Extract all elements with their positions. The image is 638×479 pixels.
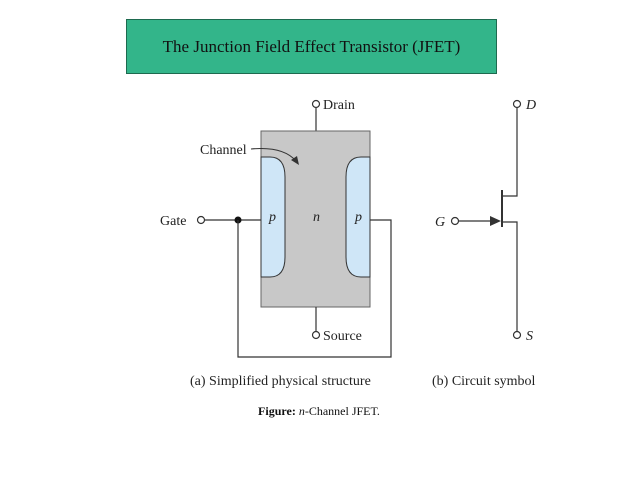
slide-title: The Junction Field Effect Transistor (JF… (162, 36, 461, 56)
subcaption-a: (a) Simplified physical structure (190, 374, 371, 389)
s-terminal (512, 330, 522, 340)
gate-loop-wire (237, 219, 392, 358)
source-wire (502, 221, 518, 331)
caption-rest: -Channel JFET. (304, 404, 380, 418)
p-right-label: p (354, 210, 362, 225)
d-terminal (512, 99, 522, 109)
drain-label: Drain (323, 98, 355, 113)
caption-prefix: Figure: (258, 404, 296, 418)
drain-terminal (311, 99, 321, 109)
source-terminal (311, 330, 321, 340)
source-label: Source (323, 329, 362, 344)
title-banner: The Junction Field Effect Transistor (JF… (126, 19, 497, 74)
p-region-left (260, 156, 286, 278)
circuit-symbol: D S G (b) Circuit symbol (432, 98, 536, 389)
caption-italic: n (298, 404, 305, 418)
channel-label: Channel (200, 143, 247, 158)
g-terminal (450, 216, 460, 226)
p-region-right (345, 156, 371, 278)
physical-structure: Drain p n p Source Gate Channel (a) Simp… (160, 98, 392, 389)
gate-label: Gate (160, 214, 186, 229)
figure-caption: Figure: n-Channel JFET. (0, 404, 638, 419)
g-label: G (435, 215, 445, 230)
gate-arrowhead-icon (490, 216, 501, 226)
gate-terminal (196, 215, 206, 225)
subcaption-b: (b) Circuit symbol (432, 374, 536, 389)
drain-wire (502, 108, 518, 197)
p-left-label: p (268, 210, 276, 225)
n-label: n (313, 210, 320, 225)
s-label: S (526, 329, 533, 344)
d-label: D (525, 98, 536, 113)
channel-arrowhead (291, 156, 299, 165)
